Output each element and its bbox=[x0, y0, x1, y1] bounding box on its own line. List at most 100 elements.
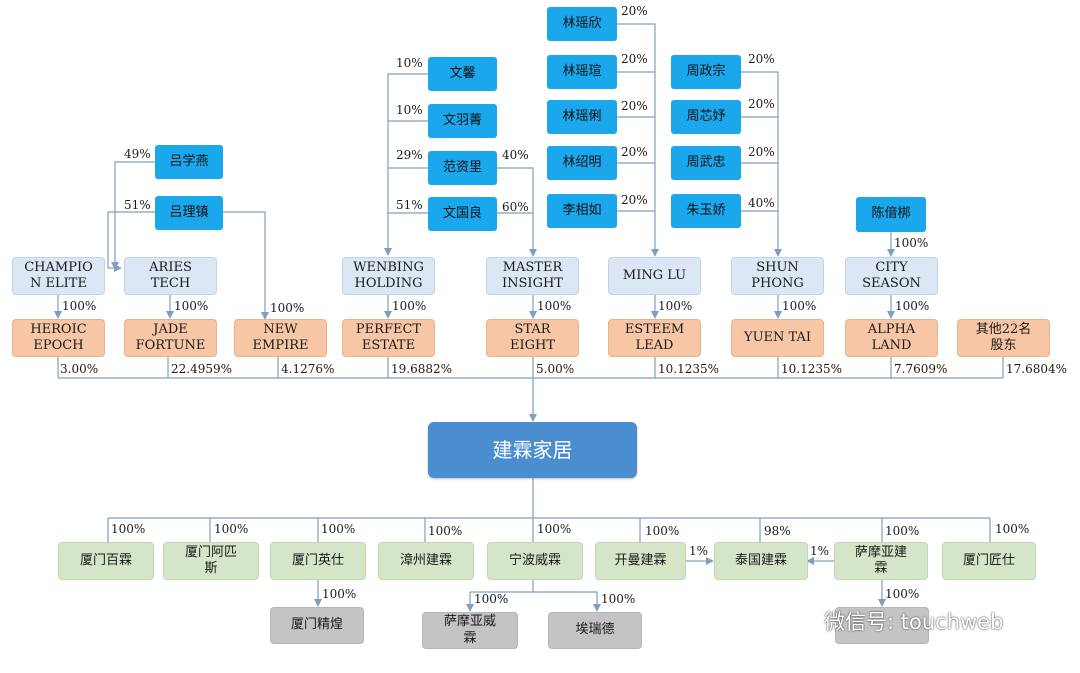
subsidiary-zhangzhou: 漳州建霖 bbox=[378, 542, 474, 580]
person-lin-shaoming: 林绍明 bbox=[547, 146, 617, 180]
shareholder-jade-fortune: JADE FORTUNE bbox=[124, 319, 217, 357]
company-jianlin-home: 建霖家居 bbox=[428, 422, 637, 478]
subsidiary-xiamen-yingshi: 厦门英仕 bbox=[270, 542, 366, 580]
pct-lin-shaoming: 20% bbox=[621, 145, 648, 159]
stake-others: 17.6804% bbox=[1006, 362, 1068, 376]
pct-wenbing-perfect: 100% bbox=[392, 299, 427, 313]
pct-fan-ziliang-master: 40% bbox=[502, 148, 529, 162]
person-zhou-zhengzong: 周政宗 bbox=[671, 55, 741, 89]
subsidiary-xiamen-jiangshi: 厦门匠仕 bbox=[942, 542, 1036, 580]
pct-shun-yuen: 100% bbox=[782, 299, 817, 313]
person-wen-xin: 文馨 bbox=[428, 57, 497, 91]
pct-sub-kaiman: 100% bbox=[645, 524, 680, 538]
subsidiary-xiamen-jinghuang: 厦门精煌 bbox=[270, 607, 364, 644]
pct-wen-guoliang-master: 60% bbox=[502, 200, 529, 214]
person-fan-ziliang: 范资里 bbox=[428, 151, 497, 185]
person-zhou-wuzhong: 周武忠 bbox=[671, 146, 741, 180]
stake-star-eight: 5.00% bbox=[536, 362, 575, 376]
person-lin-yaoli: 林瑶俐 bbox=[547, 100, 617, 134]
pct-minglu-esteem: 100% bbox=[658, 299, 693, 313]
pct-sub-samoa: 100% bbox=[885, 524, 920, 538]
person-chen-peifeng: 陈偣梆 bbox=[856, 197, 926, 232]
pct-master-star: 100% bbox=[537, 299, 572, 313]
person-wen-yujing: 文羽菁 bbox=[428, 104, 497, 138]
person-wen-guoliang: 文国良 bbox=[428, 197, 497, 231]
stake-perfect-estate: 19.6882% bbox=[391, 362, 453, 376]
person-lv-lizhen: 吕理镇 bbox=[155, 196, 223, 230]
pct-ningbo-airuide: 100% bbox=[601, 592, 636, 606]
subsidiary-samoa-weilin: 萨摩亚威 霖 bbox=[422, 612, 518, 649]
stake-esteem-lead: 10.1235% bbox=[658, 362, 720, 376]
person-zhou-xinyu: 周芯妤 bbox=[671, 100, 741, 134]
pct-sub-yingshi: 100% bbox=[321, 522, 356, 536]
pct-li-xiangru: 20% bbox=[621, 193, 648, 207]
subsidiary-kaiman: 开曼建霖 bbox=[595, 542, 686, 580]
subsidiary-xiamen-apis: 厦门阿匹 斯 bbox=[163, 542, 259, 580]
watermark-text: 微信号: touchweb bbox=[824, 610, 1004, 634]
pct-yingshi-jinghuang: 100% bbox=[322, 587, 357, 601]
holding-city-season: CITY SEASON bbox=[845, 257, 938, 295]
pct-sub-ningbo: 100% bbox=[537, 522, 572, 536]
pct-sub-thailand: 98% bbox=[764, 524, 791, 538]
subsidiary-samoa-jianlin: 萨摩亚建 霖 bbox=[834, 542, 928, 580]
subsidiary-samoa-child bbox=[835, 607, 929, 644]
pct-lv-new-empire: 100% bbox=[270, 301, 305, 315]
pct-samoa-child: 100% bbox=[885, 587, 920, 601]
holding-aries-tech: ARIES TECH bbox=[124, 257, 217, 295]
pct-zhu-yujiao: 40% bbox=[748, 196, 775, 210]
pct-city-alpha: 100% bbox=[895, 299, 930, 313]
pct-sub-zhangzhou: 100% bbox=[428, 524, 463, 538]
pct-sub-apis: 100% bbox=[214, 522, 249, 536]
pct-lv-lizhen: 51% bbox=[124, 198, 151, 212]
stake-alpha-land: 7.7609% bbox=[894, 362, 948, 376]
holding-wenbing: WENBING HOLDING bbox=[342, 257, 435, 295]
shareholder-new-empire: NEW EMPIRE bbox=[234, 319, 327, 357]
pct-wen-yujing: 10% bbox=[396, 103, 423, 117]
shareholder-heroic-epoch: HEROIC EPOCH bbox=[12, 319, 105, 357]
pct-zhou-wuzhong: 20% bbox=[748, 145, 775, 159]
stake-jade-fortune: 22.4959% bbox=[171, 362, 233, 376]
shareholder-star-eight: STAR EIGHT bbox=[486, 319, 579, 357]
shareholder-alpha-land: ALPHA LAND bbox=[845, 319, 938, 357]
pct-lin-yaoli: 20% bbox=[621, 99, 648, 113]
subsidiary-airuide: 埃瑞德 bbox=[548, 612, 642, 649]
subsidiary-ningbo: 宁波威霖 bbox=[487, 542, 583, 580]
pct-samoa-thailand: 1% bbox=[810, 544, 830, 558]
pct-sub-jiangshi: 100% bbox=[995, 522, 1030, 536]
stake-yuen-tai: 10.1235% bbox=[781, 362, 843, 376]
stake-heroic-epoch: 3.00% bbox=[60, 362, 99, 376]
pct-zhou-xinyu: 20% bbox=[748, 97, 775, 111]
person-lin-yaoxin: 林瑶欣 bbox=[547, 7, 617, 41]
pct-wen-guoliang-wenbing: 51% bbox=[396, 198, 423, 212]
pct-wen-xin: 10% bbox=[396, 56, 423, 70]
person-lv-xueyan: 吕学燕 bbox=[155, 145, 223, 179]
person-lin-yaoxuan: 林瑶瑄 bbox=[547, 55, 617, 89]
pct-lin-yaoxuan: 20% bbox=[621, 52, 648, 66]
pct-sub-baixin: 100% bbox=[111, 522, 146, 536]
subsidiary-thailand: 泰国建霖 bbox=[714, 542, 808, 580]
pct-aries-jade: 100% bbox=[174, 299, 209, 313]
holding-ming-lu: MING LU bbox=[608, 257, 701, 295]
person-zhu-yujiao: 朱玉娇 bbox=[671, 194, 741, 228]
pct-ningbo-samoa-weilin: 100% bbox=[474, 592, 509, 606]
pct-kaiman-thailand: 1% bbox=[689, 544, 709, 558]
person-li-xiangru: 李相如 bbox=[547, 194, 617, 228]
watermark: 微信号: touchweb bbox=[784, 606, 1003, 636]
shareholder-others: 其他22名 股东 bbox=[957, 319, 1050, 357]
wechat-icon bbox=[784, 608, 817, 633]
shareholder-esteem-lead: ESTEEM LEAD bbox=[608, 319, 701, 357]
pct-zhou-zhengzong: 20% bbox=[748, 52, 775, 66]
holding-master-insight: MASTER INSIGHT bbox=[486, 257, 579, 295]
pct-chen-peifeng: 100% bbox=[894, 236, 929, 250]
subsidiary-xiamen-baixin: 厦门百霖 bbox=[58, 542, 154, 580]
pct-lv-xueyan: 49% bbox=[124, 147, 151, 161]
holding-shun-phong: SHUN PHONG bbox=[731, 257, 824, 295]
holding-champion-elite: CHAMPIO N ELITE bbox=[12, 257, 105, 295]
stake-new-empire: 4.1276% bbox=[281, 362, 335, 376]
shareholder-perfect-estate: PERFECT ESTATE bbox=[342, 319, 435, 357]
pct-lin-yaoxin: 20% bbox=[621, 4, 648, 18]
pct-fan-ziliang-wenbing: 29% bbox=[396, 148, 423, 162]
shareholder-yuen-tai: YUEN TAI bbox=[731, 319, 824, 357]
